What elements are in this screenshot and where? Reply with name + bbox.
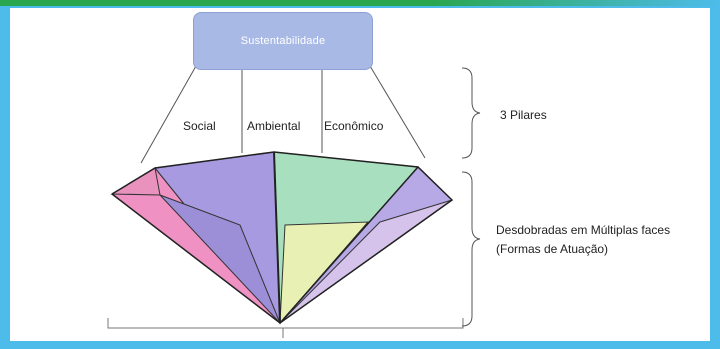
brace-pillars	[461, 67, 481, 159]
connector-lines	[140, 65, 426, 164]
brace-label-faces-line1: Desdobradas em Múltiplas faces	[496, 223, 671, 237]
gem-facet-purple-lower	[159, 194, 281, 324]
sustentabilidade-label: Sustentabilidade	[240, 35, 326, 47]
top-accent-strip	[0, 0, 720, 6]
connector-line-right	[369, 65, 426, 159]
brace-faces	[461, 171, 481, 327]
connector-line-left	[140, 65, 197, 164]
bottom-bracket-line	[107, 318, 464, 329]
gem-edge-right	[279, 166, 419, 324]
gem-facet-left-top	[110, 167, 161, 196]
pillar-label-social: Social	[183, 119, 216, 133]
pillar-label-ambiental: Ambiental	[247, 119, 301, 133]
brace-label-pillars: 3 Pilares	[500, 108, 547, 122]
bottom-bracket	[107, 318, 464, 338]
sustentabilidade-box: Sustentabilidade	[193, 12, 373, 70]
pillar-label-economico: Econômico	[324, 119, 384, 133]
gem-diamond	[110, 151, 454, 325]
gem-edge-center	[273, 151, 281, 324]
right-braces	[461, 67, 481, 327]
brace-label-faces-line2: (Formas de Atuação)	[496, 242, 609, 256]
